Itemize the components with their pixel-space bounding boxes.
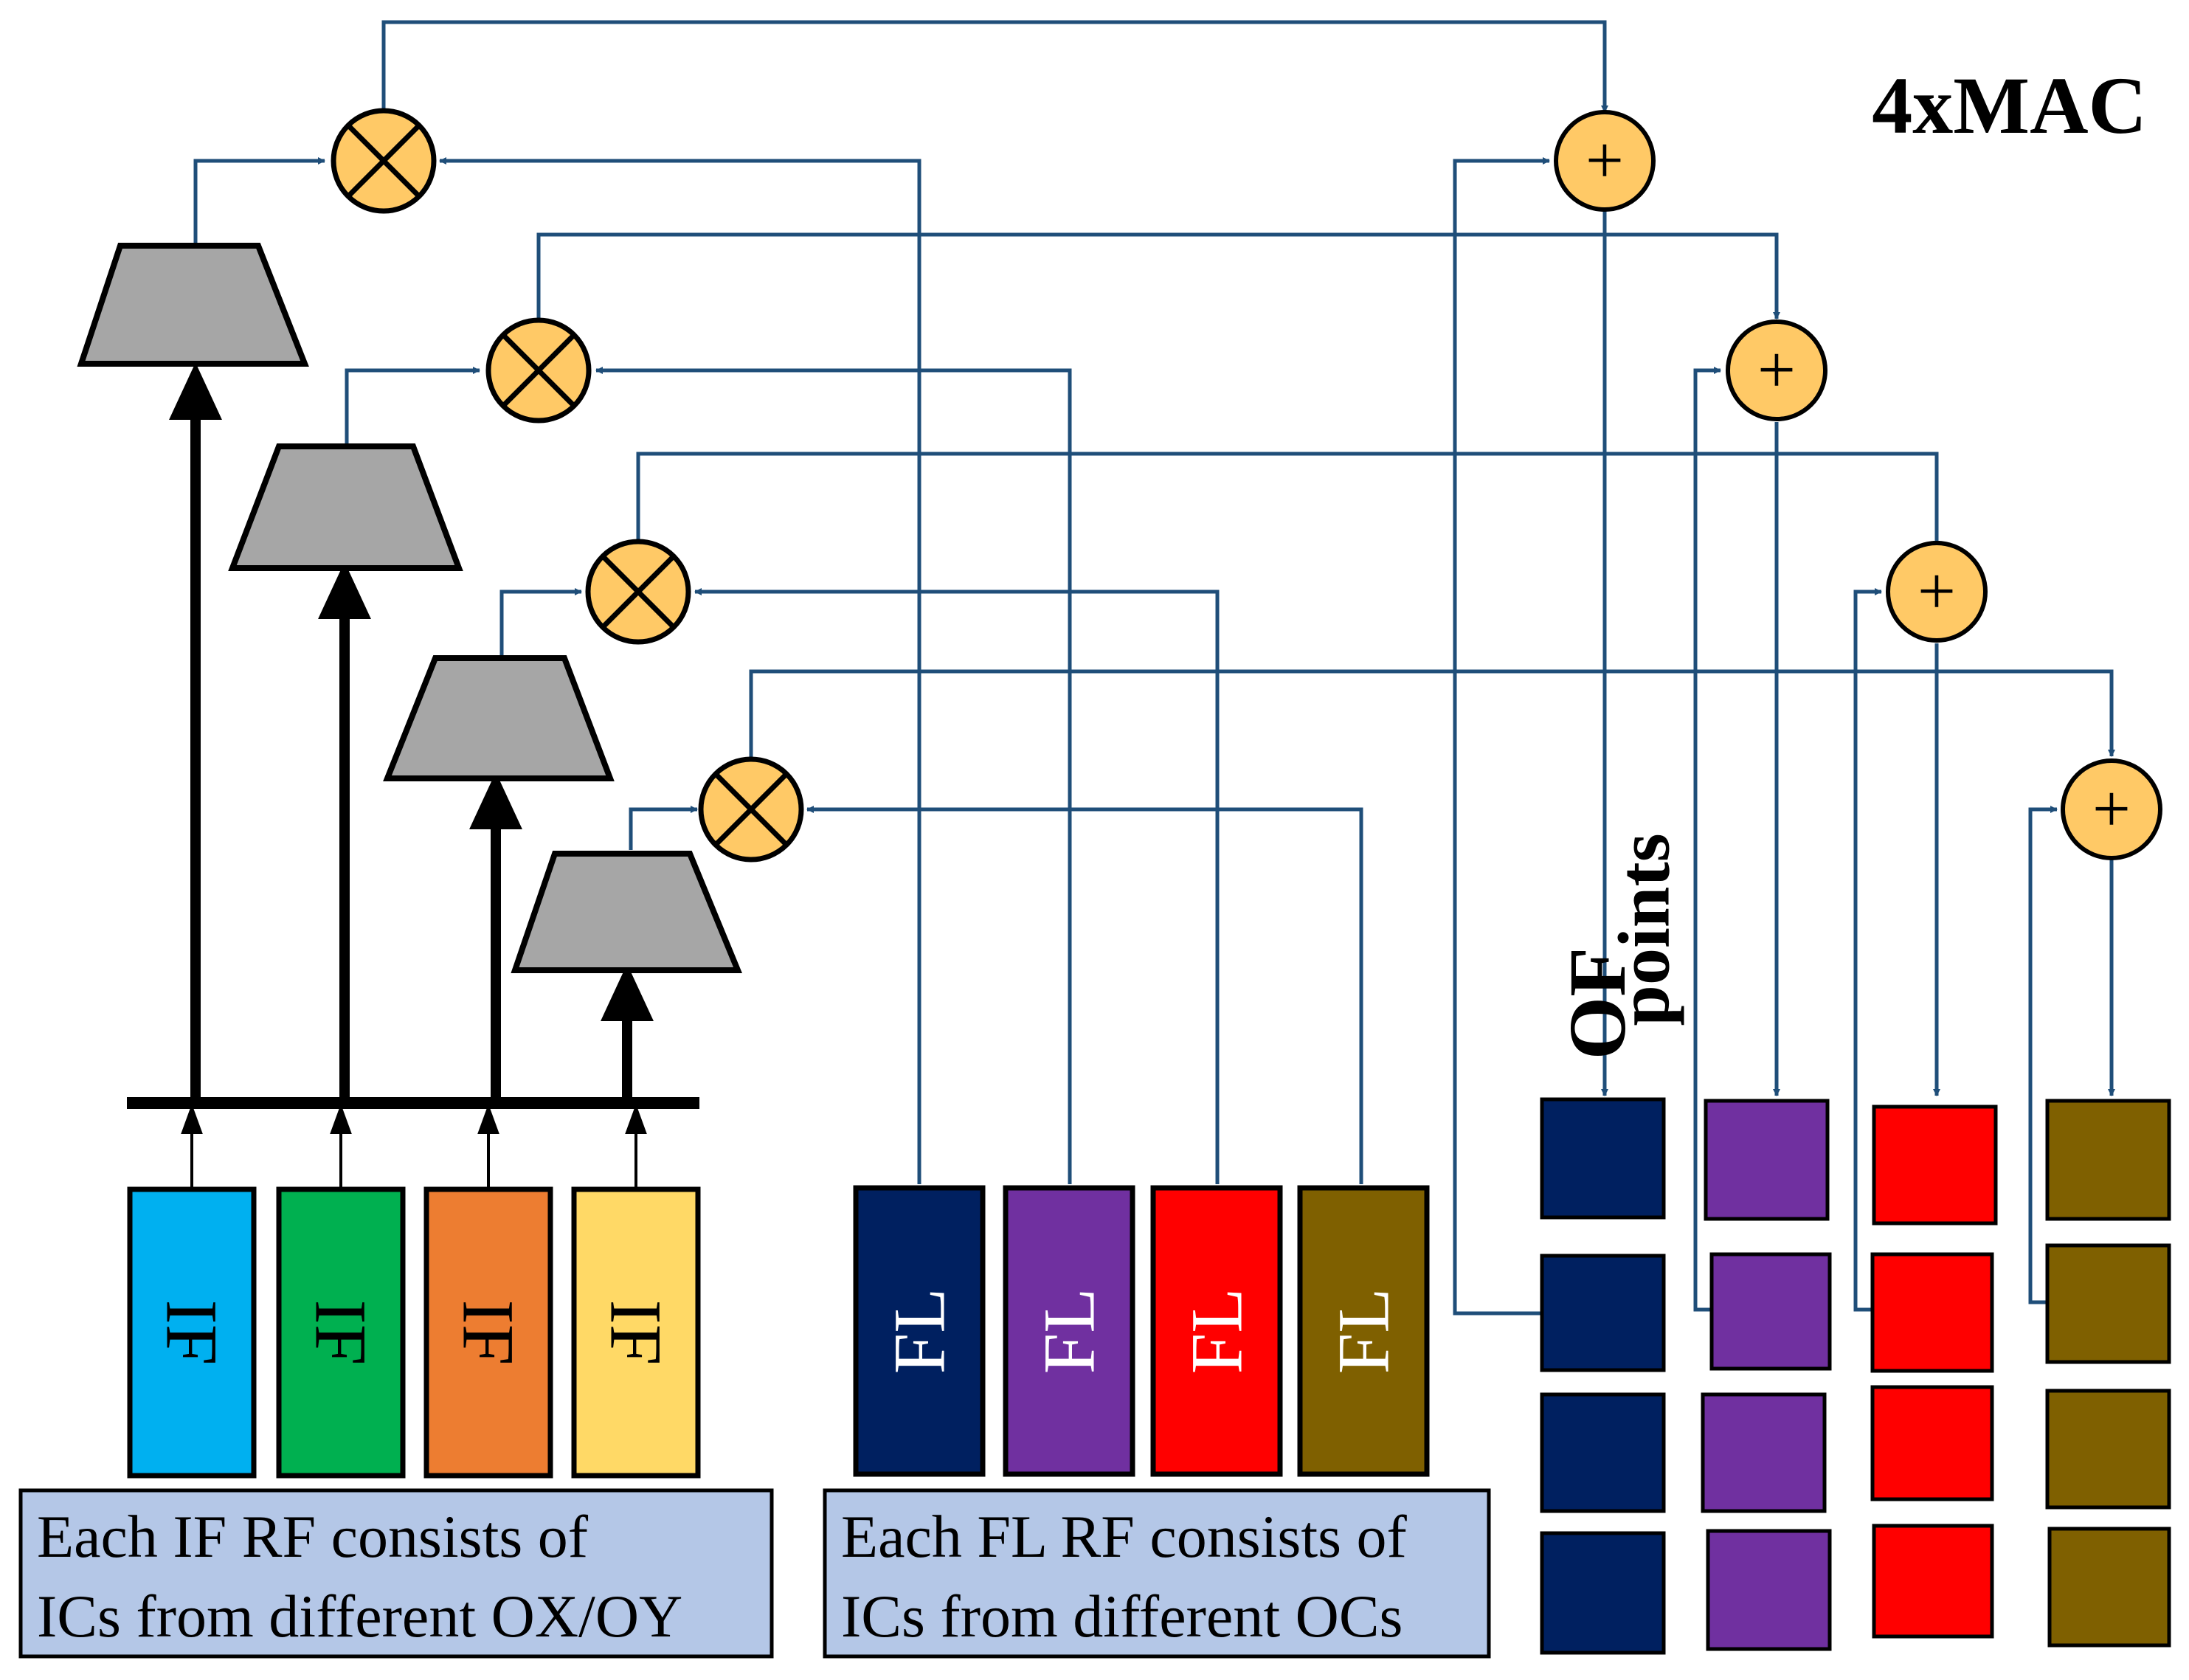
muxes: [77, 243, 742, 973]
wire-of3-feedback: [1853, 588, 1882, 1312]
if-block-4: [571, 1186, 701, 1479]
bus-to-mux2-arrowhead: [318, 561, 371, 619]
adder-3: +: [1886, 541, 1988, 643]
wire-fl3-to-mult3: [694, 588, 1220, 1184]
of-point-c1-r2: [1540, 1254, 1666, 1372]
if-label-2: IF: [300, 1300, 382, 1366]
fl-block-3: [1150, 1185, 1283, 1477]
bus-to-mux3-arrowhead: [469, 772, 522, 829]
if-block-3: [423, 1186, 553, 1479]
of-point-c4-r2: [2045, 1243, 2171, 1364]
of-point-c2-r2: [1709, 1252, 1832, 1371]
if-caption-box: [18, 1488, 774, 1659]
wire-fl1-to-mult1: [439, 157, 921, 1184]
wire-mux1-to-mult1: [193, 157, 325, 243]
wire-mult1-to-add1: [381, 20, 1608, 113]
if-block-1: [127, 1186, 257, 1479]
wire-fl2-to-mult2: [595, 367, 1072, 1184]
wire-mux4-to-mult4: [629, 806, 698, 850]
if-label-1: IF: [151, 1300, 233, 1366]
adder-4-symbol: +: [2092, 771, 2131, 846]
if2-to-bus-arrowhead: [330, 1104, 352, 1134]
of-label-line1: OF: [1552, 947, 1642, 1060]
mux-4: [511, 851, 742, 973]
fl-block-2: [1003, 1185, 1135, 1477]
adder-1-symbol: +: [1585, 122, 1624, 198]
wire-of1-feedback: [1453, 157, 1550, 1316]
wire-mult4-to-add4: [749, 669, 2115, 760]
fl-label-4: FL: [1323, 1288, 1405, 1375]
multiplier-2: [485, 317, 592, 424]
of-points-label: OF points: [1552, 833, 1685, 1059]
diagram-title: 4xMAC: [1872, 61, 2147, 151]
if-bus: [127, 362, 699, 1189]
multiplier-1: [331, 108, 437, 214]
of-point-c1-r4: [1540, 1531, 1666, 1655]
fl-label-3: FL: [1176, 1288, 1258, 1375]
bus-to-mux4-arrowhead: [601, 964, 654, 1021]
wire-of2-feedback: [1693, 367, 1721, 1312]
of-point-c4-r1: [2045, 1099, 2171, 1221]
of-point-c3-r3: [1870, 1385, 1994, 1501]
of-point-c2-r3: [1701, 1392, 1827, 1513]
fl-label-2: FL: [1028, 1288, 1110, 1375]
if-block-2: [276, 1186, 406, 1479]
wires: [193, 20, 2115, 1316]
mux-3: [383, 655, 615, 781]
adder-1: +: [1554, 110, 1656, 212]
of-point-c3-r2: [1870, 1252, 1994, 1373]
of-point-c2-r1: [1704, 1099, 1830, 1221]
mux-1: [77, 243, 309, 367]
of-point-c2-r4: [1706, 1529, 1832, 1651]
fl-caption: Each FL RF consists of ICs from differen…: [823, 1488, 1491, 1659]
bus-to-mux1-arrowhead: [169, 362, 222, 420]
wire-mult2-to-add2: [536, 232, 1780, 319]
multipliers: [331, 108, 804, 863]
adders: + + + +: [1554, 110, 2162, 860]
fl-block-4: [1297, 1185, 1430, 1477]
adder-2: +: [1726, 319, 1827, 421]
multiplier-4: [698, 756, 804, 863]
if4-to-bus-arrowhead: [625, 1104, 647, 1134]
fl-blocks: [853, 1185, 1430, 1477]
if-label-3: IF: [448, 1300, 530, 1366]
of-label-line2: points: [1603, 833, 1685, 1026]
wire-fl4-to-mult4: [806, 806, 1363, 1184]
if-labels: IF IF IF IF: [151, 1300, 677, 1366]
if1-to-bus-arrowhead: [181, 1104, 203, 1134]
of-points: [1540, 1097, 2171, 1655]
if3-to-bus-arrowhead: [477, 1104, 499, 1134]
fl-caption-line1: Each FL RF consists of: [841, 1503, 1408, 1570]
fl-caption-box: [823, 1488, 1491, 1659]
if-blocks: [127, 1186, 701, 1479]
if-caption-line2: ICs from different OX/OY: [37, 1583, 682, 1650]
mux-2: [228, 443, 463, 571]
wire-mux3-to-mult3: [499, 588, 582, 655]
of-point-c4-r4: [2047, 1527, 2171, 1648]
multiplier-3: [585, 539, 691, 645]
fl-caption-line2: ICs from different OCs: [841, 1583, 1403, 1650]
adder-4: +: [2061, 758, 2162, 860]
wire-mult3-to-add3: [636, 452, 1940, 548]
of-point-c4-r3: [2045, 1389, 2171, 1510]
fl-label-1: FL: [879, 1288, 961, 1375]
if-caption: Each IF RF consists of ICs from differen…: [18, 1488, 774, 1659]
adder-3-symbol: +: [1917, 553, 1956, 629]
wire-mux2-to-mult2: [345, 367, 480, 444]
of-point-c1-r1: [1540, 1097, 1666, 1220]
of-point-c3-r1: [1872, 1105, 1998, 1226]
of-point-c3-r4: [1872, 1524, 1994, 1639]
if-label-4: IF: [595, 1300, 677, 1366]
fl-labels: FL FL FL FL: [879, 1288, 1405, 1375]
adder-2-symbol: +: [1757, 332, 1796, 407]
if-caption-line1: Each IF RF consists of: [37, 1503, 589, 1570]
fl-block-1: [853, 1185, 986, 1477]
of-point-c1-r3: [1540, 1392, 1666, 1513]
wire-of4-feedback: [2028, 806, 2058, 1304]
